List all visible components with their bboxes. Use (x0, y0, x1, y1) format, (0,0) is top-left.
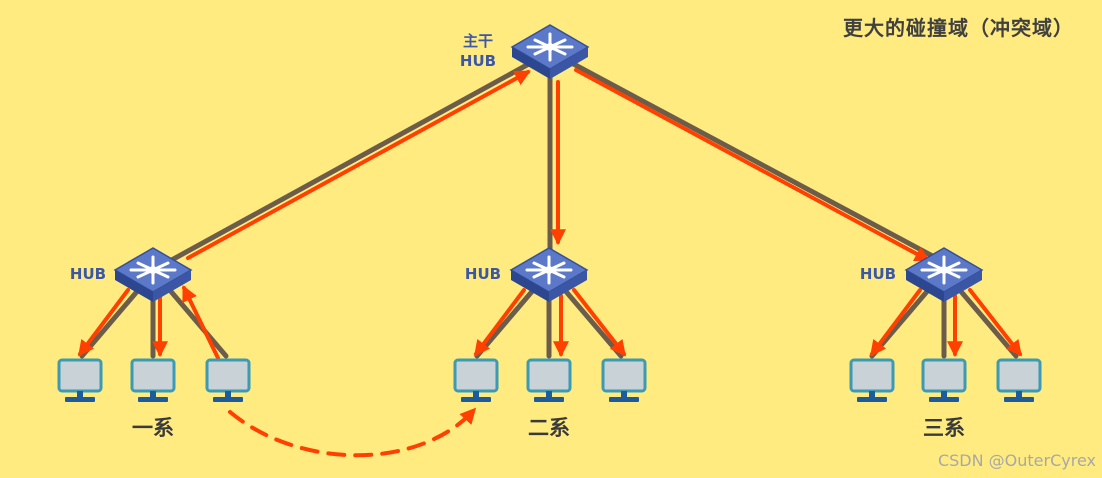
cable-center-hub-pc3 (560, 285, 624, 359)
group-label-3: 三系 (923, 416, 965, 440)
computer-icon (996, 358, 1042, 402)
signal-right-hub-to-pc3 (968, 288, 1022, 357)
computer-icon (130, 358, 176, 402)
signal-center-hub-to-pc1 (474, 288, 526, 357)
computer-icon (526, 358, 572, 402)
watermark: CSDN @OuterCyrex (937, 451, 1096, 470)
computer-icon (57, 358, 103, 402)
signal-center-hub-to-pc3 (572, 288, 626, 357)
cable-lines (79, 57, 1019, 359)
computer-icon (205, 358, 251, 402)
backbone-hub-label-line1: 主干 (463, 32, 493, 50)
computer-icon (453, 358, 499, 402)
cable-backbone-right (563, 57, 943, 263)
signal-backbone-to-right-hub (574, 68, 931, 262)
cable-left-hub-pc3 (165, 285, 229, 359)
group-label-2: 二系 (528, 416, 570, 440)
computer-icon (921, 358, 967, 402)
signal-left-hub-to-backbone (186, 70, 531, 260)
signal-left-hub-to-pc1 (78, 288, 130, 357)
signal-left-pc3-to-hub (182, 285, 220, 360)
hub-icon (509, 247, 589, 302)
signal-arrows (78, 68, 1022, 458)
hub-label-group-3: HUB (860, 265, 896, 283)
computer-icon (849, 358, 895, 402)
backbone-hub-label-line2: HUB (460, 52, 496, 70)
group-label-1: 一系 (132, 416, 174, 440)
hub-label-group-1: HUB (70, 265, 106, 283)
cable-right-hub-pc3 (955, 285, 1019, 359)
cable-left-hub-pc1 (79, 285, 143, 359)
hub-icon (510, 24, 590, 79)
diagram-title: 更大的碰撞域（冲突域） (843, 16, 1074, 40)
computer-icon (601, 358, 647, 402)
cable-backbone-left (165, 57, 539, 265)
signal-right-hub-to-pc1 (870, 288, 922, 357)
hub-icon (904, 247, 984, 302)
cable-center-hub-pc1 (474, 285, 538, 359)
hub-label-group-2: HUB (465, 265, 501, 283)
hub-icon (113, 247, 193, 302)
signal-dashed-cross-department (228, 407, 477, 458)
cable-right-hub-pc1 (869, 285, 933, 359)
